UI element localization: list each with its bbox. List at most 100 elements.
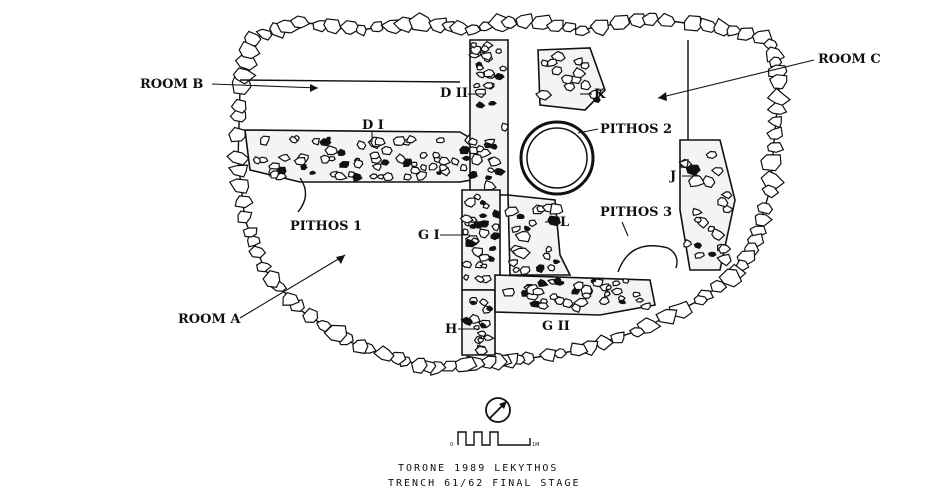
rubble-stone (766, 141, 785, 153)
rubble-stone (493, 72, 505, 81)
scale-end-label: 1M (532, 442, 540, 448)
rubble-stone (324, 145, 339, 156)
rubble-stone (228, 178, 250, 194)
rubble-stone (537, 278, 549, 287)
rubble-stone (655, 308, 678, 325)
rubble-stone (460, 316, 473, 326)
rubble-stone (476, 64, 485, 71)
rubble-stone (450, 157, 460, 166)
rubble-stone (461, 260, 473, 269)
rubble-stone (546, 264, 556, 272)
rubble-stone (767, 115, 783, 129)
rubble-stone (228, 126, 247, 143)
rubble-stone (507, 259, 519, 268)
rubble-stone (500, 15, 518, 29)
rubble-stone (718, 268, 743, 288)
rubble-stone (640, 302, 651, 311)
rubble-stone (549, 202, 564, 215)
rubble-stone (535, 89, 553, 101)
rubble-stone (319, 154, 331, 164)
rubble-stone (702, 175, 716, 189)
label-wall-d1: D I (362, 118, 384, 133)
rubble-stone (238, 40, 261, 60)
rubble-stone (428, 17, 448, 34)
rubble-stone (605, 284, 613, 291)
rubble-stone (462, 228, 469, 236)
rubble-stone (381, 145, 393, 156)
rubble-stone (476, 144, 485, 153)
rubble-stone (580, 62, 590, 70)
rubble-stone (760, 170, 785, 190)
rubble-stone (709, 279, 728, 293)
rubble-stone (710, 167, 724, 177)
rubble-stone (302, 307, 319, 324)
rubble-stone (474, 345, 489, 356)
rubble-stone (570, 303, 581, 313)
rubble-stone (353, 158, 364, 169)
rubble-stone (356, 140, 367, 150)
rubble-stone (244, 30, 262, 47)
label-room-b: ROOM B (140, 77, 203, 92)
rubble-stone (288, 135, 299, 144)
rubble-stone (545, 245, 553, 253)
rubble-stone (756, 202, 774, 215)
rubble-stone (598, 297, 610, 306)
wall-d2 (467, 39, 509, 196)
rubble-stone (693, 216, 702, 223)
rubble-stone (628, 327, 646, 338)
rubble-stone (572, 281, 584, 291)
rubble-stone (485, 305, 494, 311)
rubble-stone (410, 166, 422, 175)
rubble-stone (572, 67, 587, 79)
rubble-stone (540, 59, 549, 67)
rubble-stone (550, 50, 566, 62)
rubble-stone (258, 156, 269, 164)
rubble-stone (483, 68, 496, 78)
rubble-stone (347, 171, 356, 178)
rubble-stone (234, 195, 254, 209)
rubble-stone (491, 223, 500, 232)
rubble-stone (641, 12, 659, 27)
rubble-stone (537, 302, 549, 310)
rubble-stone (511, 247, 531, 260)
rubble-stone (477, 337, 484, 344)
rubble-stone (483, 142, 493, 149)
rubble-stone (475, 101, 486, 109)
rubble-stone (374, 136, 386, 146)
rubble-stone (323, 324, 348, 343)
pithos-3-arc (617, 245, 678, 273)
outer-boundary-wall (226, 12, 791, 376)
label-wall-g1: G I (418, 228, 440, 243)
rubble-stone (720, 191, 733, 200)
rubble-stone (380, 159, 390, 166)
rubble-stone (269, 170, 280, 179)
rubble-stone (528, 219, 538, 228)
rubble-stone (590, 278, 597, 283)
rubble-stone (711, 227, 726, 242)
rubble-stone (499, 65, 508, 72)
rubble-stone (492, 209, 500, 219)
rubble-stone (570, 342, 589, 357)
label-pithos-2: PITHOS 2 (600, 122, 672, 137)
rubble-stone (369, 173, 378, 180)
rubble-stone (511, 225, 521, 234)
rubble-stone (573, 57, 583, 66)
rubble-stone (339, 161, 350, 168)
rubble-stone (592, 96, 601, 103)
rubble-stone (603, 291, 611, 298)
rubble-stone (628, 13, 647, 29)
rubble-stone (552, 259, 561, 264)
wall-j (678, 139, 736, 271)
rubble-stone (248, 245, 267, 259)
rubble-stone (478, 298, 489, 307)
rubble-stone (370, 21, 384, 33)
label-wall-h: H (445, 322, 457, 337)
rubble-area-l (504, 194, 572, 276)
rubble-stone (754, 213, 773, 227)
rubble-stone (501, 287, 515, 297)
rubble-stone (376, 174, 385, 180)
pithos-2-vessel (519, 120, 595, 196)
rubble-stone (255, 261, 273, 273)
rubble-stone (469, 44, 482, 56)
rubble-stone (459, 163, 468, 172)
